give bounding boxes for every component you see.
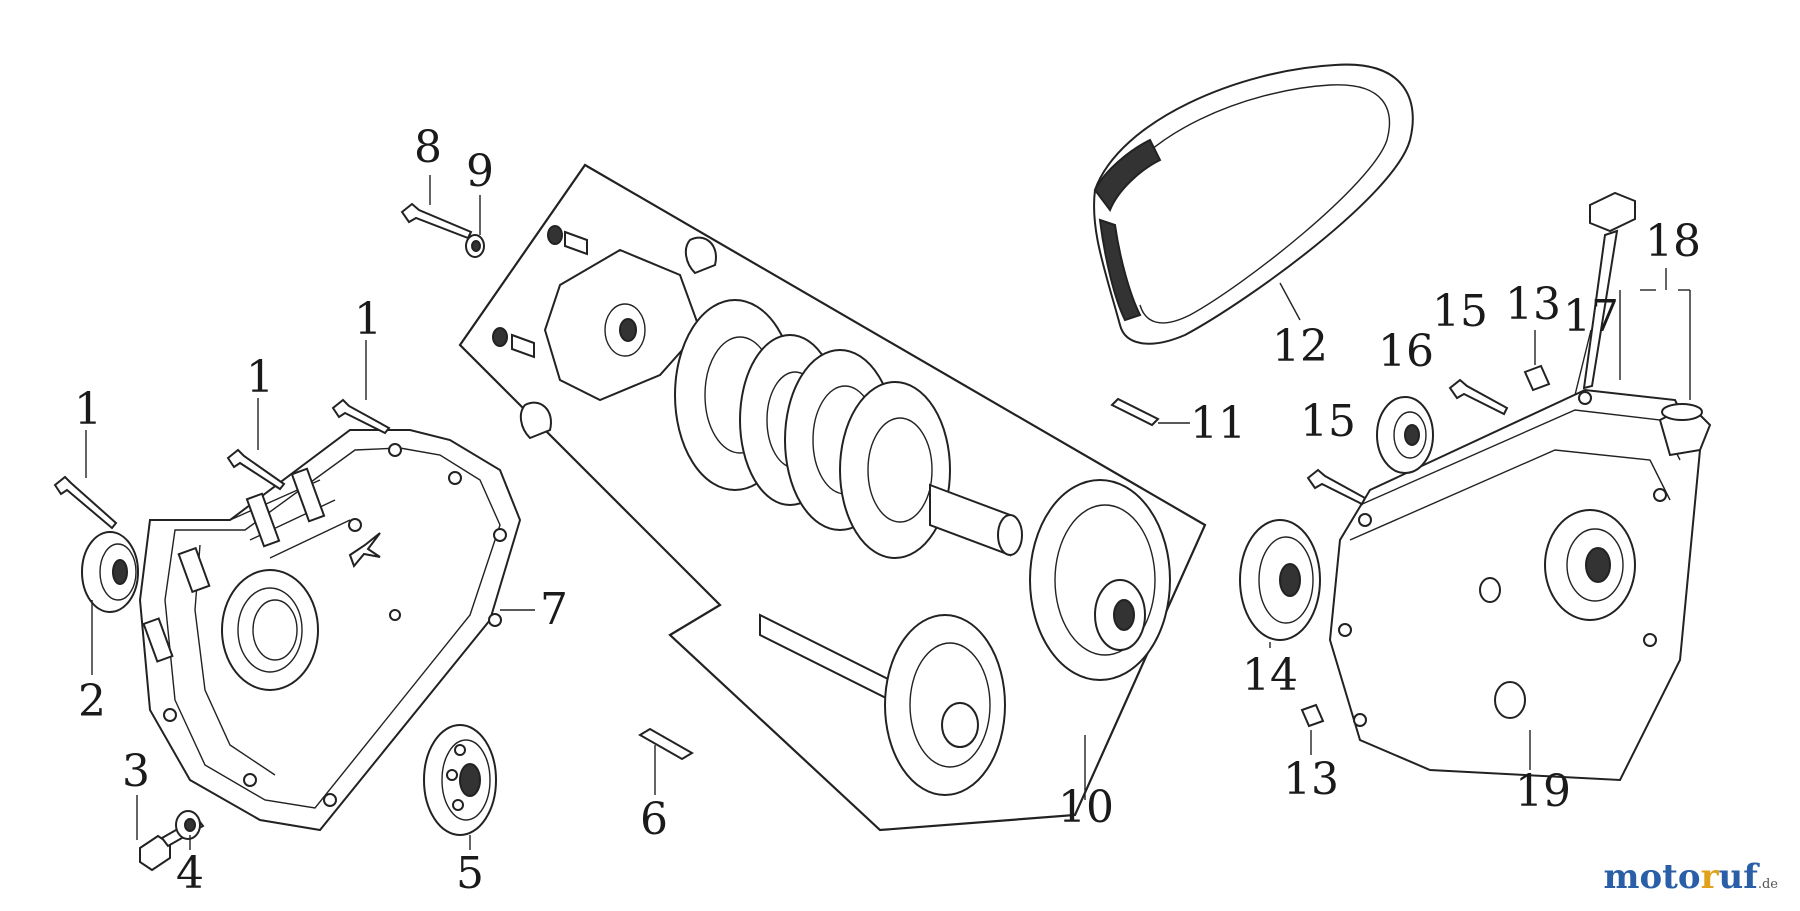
label-part-4: 4 xyxy=(176,848,204,899)
left-case-cover xyxy=(138,429,522,832)
label-part-11: 11 xyxy=(1190,398,1246,449)
label-part-1-c: 1 xyxy=(354,294,382,345)
label-part-15-a: 15 xyxy=(1432,286,1488,337)
bolts-part-15 xyxy=(1306,378,1509,506)
label-part-15-b: 15 xyxy=(1300,396,1356,447)
bolts-part-1 xyxy=(53,398,391,530)
label-part-10: 10 xyxy=(1058,782,1114,833)
watermark-part-1: moto xyxy=(1603,857,1701,897)
label-part-14: 14 xyxy=(1242,650,1298,701)
leader-lines xyxy=(85,175,1691,850)
clutch-assembly-part-10 xyxy=(458,163,1207,832)
key-part-6 xyxy=(638,727,694,761)
label-part-1-b: 1 xyxy=(246,352,274,403)
bearing-part-14 xyxy=(1239,519,1321,641)
label-part-16: 16 xyxy=(1378,326,1434,377)
bearing-part-2 xyxy=(81,531,139,613)
label-part-5: 5 xyxy=(456,848,484,899)
label-part-3: 3 xyxy=(122,746,150,797)
label-part-8: 8 xyxy=(414,122,442,173)
oil-seal-part-16 xyxy=(1376,396,1434,474)
dipstick-part-18 xyxy=(1582,191,1703,421)
label-part-2: 2 xyxy=(78,676,106,727)
label-part-6: 6 xyxy=(640,794,668,845)
pin-part-11 xyxy=(1110,397,1160,427)
watermark-logo: motoruf.de xyxy=(1604,857,1778,897)
label-part-13-b: 13 xyxy=(1283,754,1339,805)
label-part-18: 18 xyxy=(1645,216,1701,267)
label-part-19: 19 xyxy=(1515,766,1571,817)
washer-part-4 xyxy=(175,810,201,840)
watermark-tld: .de xyxy=(1757,877,1778,892)
label-part-9: 9 xyxy=(466,146,494,197)
watermark-part-3: uf xyxy=(1718,857,1758,897)
bearing-part-5 xyxy=(423,724,497,836)
label-part-7: 7 xyxy=(540,584,568,635)
washer-part-9 xyxy=(465,234,485,258)
dowel-pins-part-13 xyxy=(1300,364,1551,728)
label-part-12: 12 xyxy=(1272,321,1328,372)
label-part-13-a: 13 xyxy=(1505,279,1561,330)
label-part-17: 17 xyxy=(1563,291,1619,342)
chain-part-12 xyxy=(1093,63,1414,345)
label-part-1-a: 1 xyxy=(74,384,102,435)
watermark-part-2: r xyxy=(1700,857,1719,897)
bolt-part-8 xyxy=(400,202,473,240)
